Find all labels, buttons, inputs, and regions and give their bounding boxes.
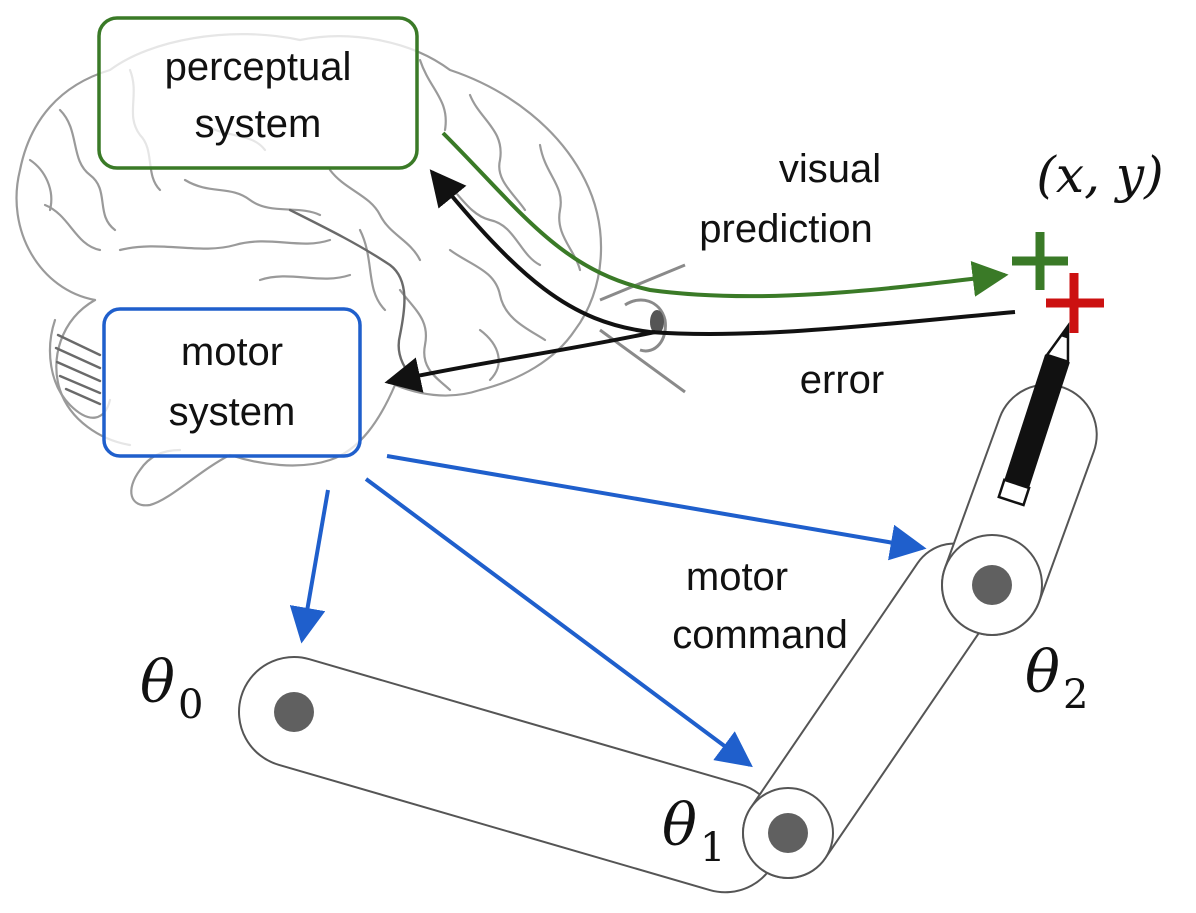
prediction-label: prediction [699, 207, 872, 251]
error-arrow-to-perceptual [429, 169, 1016, 336]
motor-command-arrow-theta0 [289, 489, 330, 644]
motor-label-line2: system [169, 390, 296, 434]
motor-command-label-line1: motor [686, 555, 788, 599]
theta0-symbol: θ [140, 648, 175, 716]
perceptual-label-line2: system [195, 102, 322, 146]
plus-marker-red [1046, 273, 1104, 333]
theta1-subscript: 1 [700, 825, 725, 871]
motor-label-line1: motor [181, 330, 283, 374]
theta1-symbol: θ [662, 791, 697, 859]
plus-marker-green [1012, 232, 1068, 290]
eye-icon [599, 263, 686, 394]
perceptual-label-line1: perceptual [165, 45, 352, 89]
joint-0 [274, 692, 314, 732]
theta2-subscript: 2 [1063, 672, 1088, 718]
motor-command-arrow-theta1 [364, 477, 753, 768]
theta1-label: θ 1 [662, 791, 725, 871]
pen-icon [997, 322, 1070, 507]
theta0-label: θ 0 [140, 648, 203, 728]
theta0-subscript: 0 [178, 682, 203, 728]
cerebellum [48, 318, 112, 419]
joint-1 [742, 787, 834, 879]
theta2-symbol: θ [1025, 638, 1060, 706]
visual-label: visual [779, 147, 881, 191]
motor-command-label-line2: command [672, 613, 848, 657]
theta2-label: θ 2 [1025, 638, 1088, 718]
perceptual-system-box: perceptual system [97, 16, 419, 170]
visual-prediction-arrow [441, 131, 1009, 299]
error-arrow-to-motor [384, 330, 656, 393]
motor-command-arrow-theta2 [386, 454, 927, 561]
joint-2 [941, 534, 1043, 636]
motor-system-box: motor system [102, 307, 362, 458]
target-coordinate-label: (x, y) [1036, 146, 1163, 204]
error-label: error [800, 358, 884, 402]
